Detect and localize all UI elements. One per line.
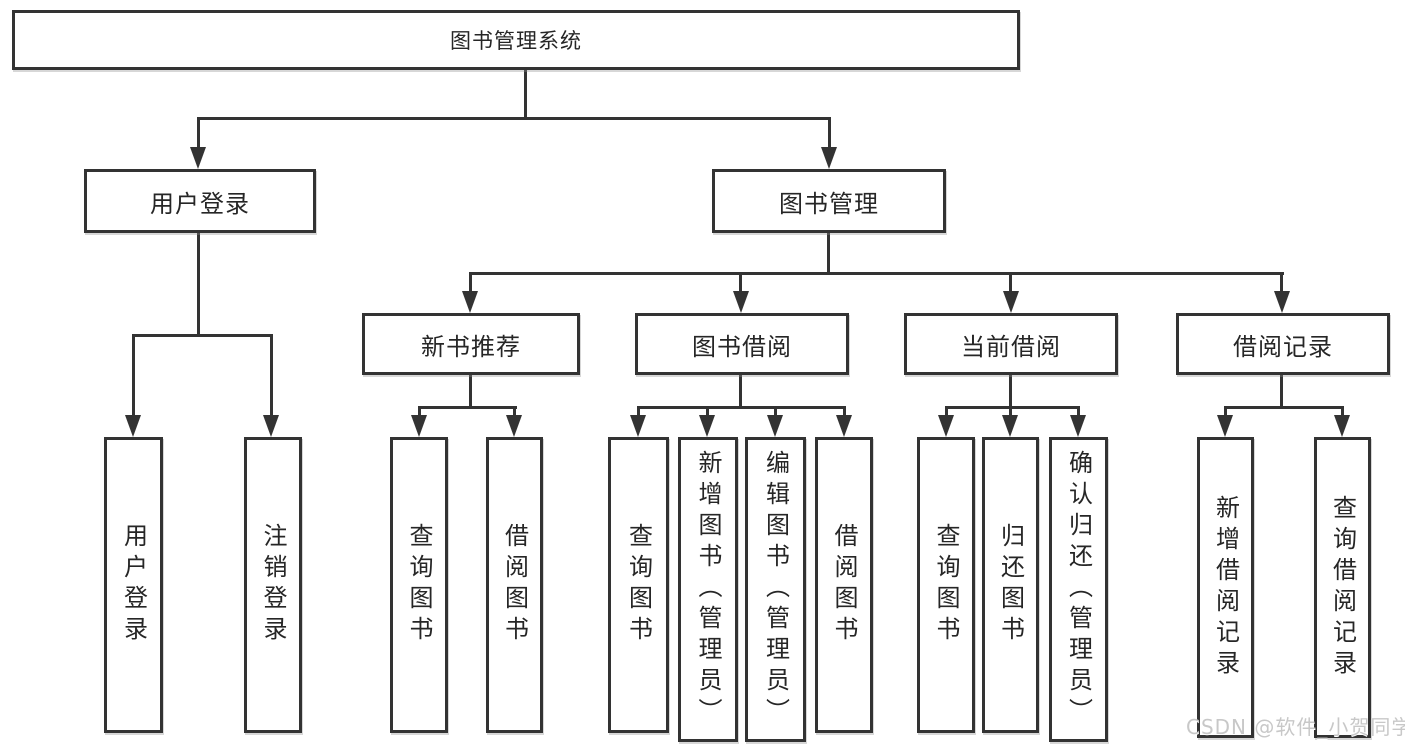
leaf-edit-book-admin: 编辑图书（管理员） — [745, 437, 806, 742]
leaf-query-books-label: 查询图书 — [932, 523, 960, 647]
connector-borrow-records-branch — [1224, 406, 1344, 409]
arrow-down-icon — [411, 415, 427, 437]
arrow-down-icon — [506, 415, 522, 437]
connector-stub — [1009, 406, 1012, 417]
leaf-query-books-label: 查询图书 — [624, 523, 653, 647]
leaf-confirm-return-admin: 确认归还（管理员） — [1049, 437, 1108, 742]
connector-current-borrow-down — [1009, 375, 1012, 408]
connector-stub — [1077, 406, 1080, 417]
node-book-management-label: 图书管理 — [779, 189, 879, 218]
leaf-user-login-label: 用户登录 — [119, 523, 148, 647]
connector-to-user-login — [197, 117, 200, 150]
connector-stub — [1341, 406, 1344, 417]
connector-new-book-down — [469, 375, 472, 408]
leaf-add-borrow-record: 新增借阅记录 — [1197, 437, 1254, 738]
leaf-borrow-books: 借阅图书 — [486, 437, 543, 733]
leaf-add-book-admin: 新增图书（管理员） — [678, 437, 738, 742]
arrow-down-icon — [821, 147, 837, 169]
connector-user-login-branch — [132, 334, 273, 337]
node-new-book-recommend: 新书推荐 — [362, 313, 580, 375]
connector-stub — [945, 406, 948, 417]
leaf-confirm-return-admin-label: 确认归还（管理员） — [1064, 450, 1093, 729]
connector-borrow-records-down — [1280, 375, 1283, 408]
leaf-borrow-books: 借阅图书 — [815, 437, 873, 733]
arrow-down-icon — [263, 415, 279, 437]
leaf-return-books-label: 归还图书 — [996, 523, 1025, 647]
leaf-query-borrow-record-label: 查询借阅记录 — [1328, 494, 1357, 681]
leaf-logout-login-label: 注销登录 — [259, 523, 287, 647]
connector-current-borrow-branch — [945, 406, 1080, 409]
arrow-down-icon — [1217, 415, 1233, 437]
arrow-down-icon — [630, 415, 646, 437]
node-current-borrow: 当前借阅 — [904, 313, 1118, 375]
leaf-logout-login: 注销登录 — [244, 437, 302, 733]
arrow-down-icon — [733, 291, 749, 313]
leaf-user-login: 用户登录 — [104, 437, 163, 733]
arrow-down-icon — [190, 147, 206, 169]
leaf-add-borrow-record-label: 新增借阅记录 — [1211, 494, 1240, 681]
connector-book-borrow-branch — [637, 406, 846, 409]
leaf-borrow-books-label: 借阅图书 — [500, 523, 529, 647]
connector-stub — [706, 406, 709, 417]
connector-stub — [843, 406, 846, 417]
node-borrow-records: 借阅记录 — [1176, 313, 1390, 375]
leaf-borrow-books-label: 借阅图书 — [830, 523, 858, 647]
connector-root-down — [524, 70, 527, 119]
leaf-query-books: 查询图书 — [390, 437, 448, 733]
connector-book-borrow-down — [739, 375, 742, 408]
arrow-down-icon — [462, 291, 478, 313]
connector-to-leaf-user-login — [132, 334, 135, 418]
node-current-borrow-label: 当前借阅 — [961, 332, 1061, 361]
arrow-down-icon — [836, 415, 852, 437]
leaf-edit-book-admin-label: 编辑图书（管理员） — [761, 450, 790, 729]
connector-user-login-down — [197, 233, 200, 336]
connector-root-branch — [197, 117, 831, 120]
connector-to-book-borrow — [739, 272, 742, 293]
connector-stub — [513, 406, 516, 417]
connector-book-mgmt-down — [827, 233, 830, 275]
connector-stub — [637, 406, 640, 417]
node-user-login: 用户登录 — [84, 169, 316, 233]
arrow-down-icon — [938, 415, 954, 437]
arrow-down-icon — [125, 415, 141, 437]
connector-to-borrow-records — [1280, 272, 1283, 293]
node-root-label: 图书管理系统 — [450, 29, 582, 53]
arrow-down-icon — [1070, 415, 1086, 437]
leaf-query-books: 查询图书 — [608, 437, 669, 733]
node-book-borrow: 图书借阅 — [635, 313, 849, 375]
leaf-query-borrow-record: 查询借阅记录 — [1314, 437, 1371, 738]
connector-to-new-book — [469, 272, 472, 293]
connector-stub — [1224, 406, 1227, 417]
connector-stub — [418, 406, 421, 417]
arrow-down-icon — [767, 415, 783, 437]
arrow-down-icon — [1002, 415, 1018, 437]
arrow-down-icon — [1274, 291, 1290, 313]
connector-to-current-borrow — [1009, 272, 1012, 293]
arrow-down-icon — [699, 415, 715, 437]
leaf-return-books: 归还图书 — [982, 437, 1039, 733]
node-root: 图书管理系统 — [12, 10, 1020, 70]
watermark: CSDN @软件_小贺同学 — [1186, 715, 1405, 739]
leaf-add-book-admin-label: 新增图书（管理员） — [694, 450, 722, 729]
node-book-borrow-label: 图书借阅 — [692, 332, 792, 361]
node-book-management: 图书管理 — [712, 169, 946, 233]
node-user-login-label: 用户登录 — [150, 189, 250, 218]
leaf-query-books: 查询图书 — [917, 437, 975, 733]
node-new-book-recommend-label: 新书推荐 — [421, 332, 521, 361]
connector-to-leaf-logout — [270, 334, 273, 418]
connector-to-book-management — [828, 117, 831, 150]
connector-stub — [774, 406, 777, 417]
arrow-down-icon — [1334, 415, 1350, 437]
connector-new-book-branch — [418, 406, 517, 409]
leaf-query-books-label: 查询图书 — [405, 523, 433, 647]
node-borrow-records-label: 借阅记录 — [1233, 332, 1333, 361]
connector-book-mgmt-branch — [469, 272, 1284, 275]
arrow-down-icon — [1003, 291, 1019, 313]
